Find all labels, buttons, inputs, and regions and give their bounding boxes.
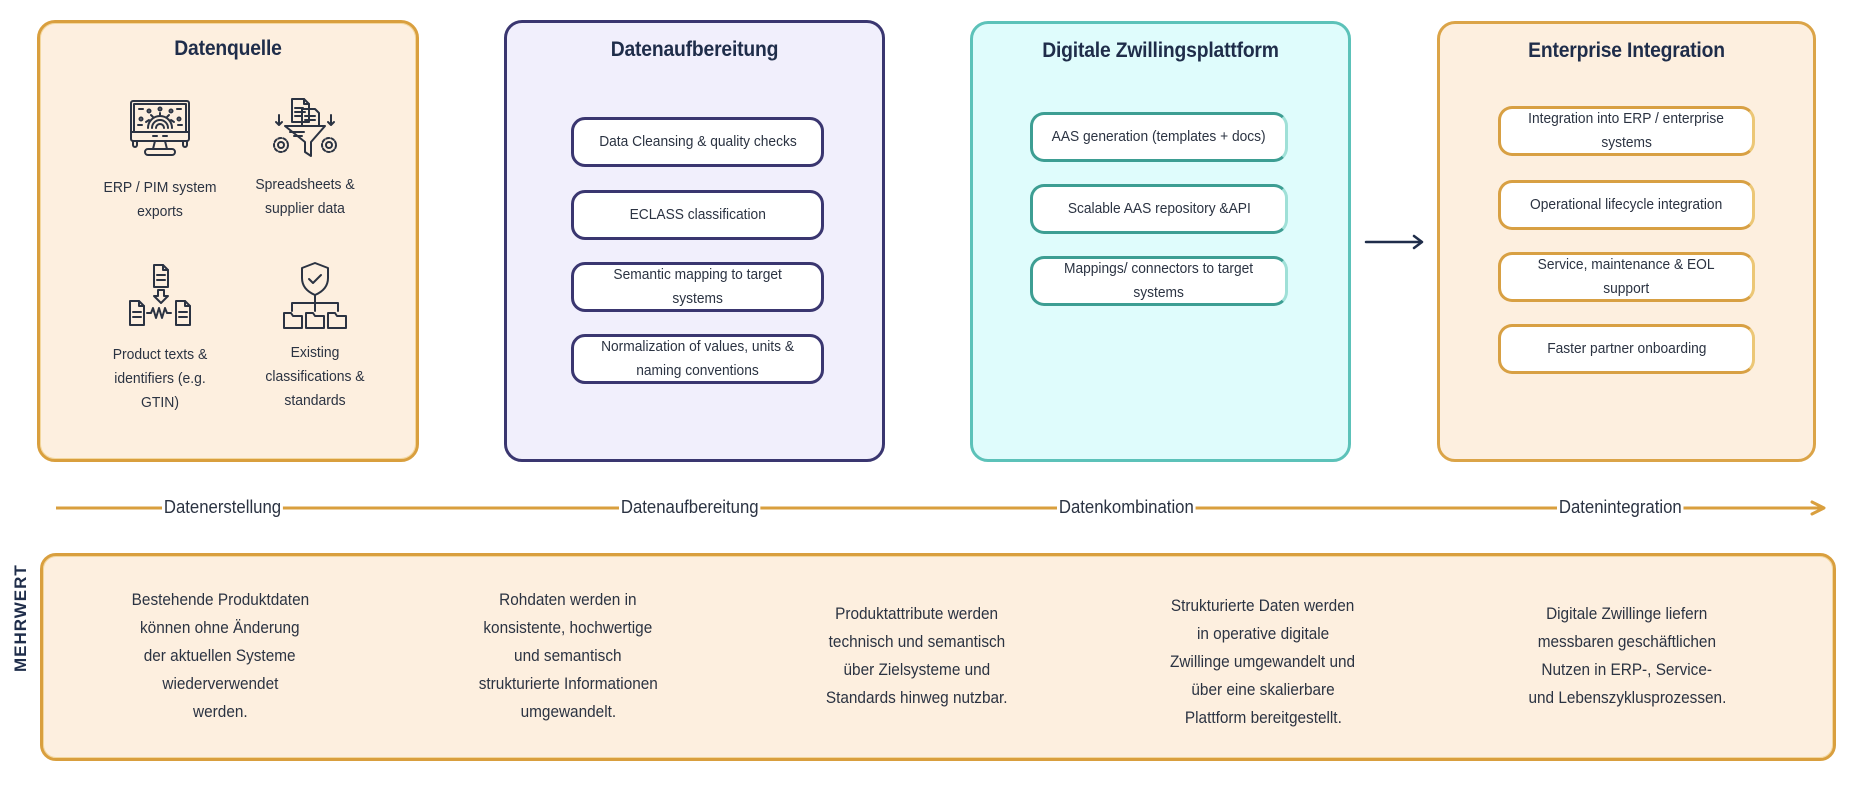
- process-step-label: systems: [672, 291, 723, 307]
- value-panel: [40, 553, 1836, 761]
- integration-benefit: Operational lifecycle integration: [1498, 180, 1755, 230]
- platform-capability-label: Scalable AAS repository &API: [1067, 201, 1251, 217]
- mehrwert-label: MEHRWERT: [11, 564, 30, 672]
- stage-title: Digitale Zwillingsplattform: [1042, 39, 1279, 62]
- value-line: über Zielsysteme und: [843, 661, 991, 679]
- value-line: der aktuellen Systeme: [144, 647, 296, 665]
- source-label: ERP / PIM system: [103, 179, 217, 196]
- source-label: supplier data: [265, 200, 345, 217]
- source-item-product-texts: Product texts & identifiers (e.g. GTIN): [75, 263, 245, 415]
- value-line: über eine skalierbare: [1191, 681, 1335, 699]
- stage-enterprise-integration: Enterprise Integration Integration into …: [1437, 21, 1816, 462]
- stage-digitale-zwillingsplattform: Digitale Zwillingsplattform AAS generati…: [970, 21, 1351, 462]
- process-step-label: Semantic mapping to target: [613, 267, 782, 283]
- value-line: Zwillinge umgewandelt und: [1170, 653, 1356, 671]
- value-column: Produktattribute werden technisch und se…: [792, 600, 1042, 712]
- process-step: Data Cleansing & quality checks: [571, 117, 824, 167]
- platform-capability-label: systems: [1133, 285, 1185, 301]
- integration-benefit-label: Faster partner onboarding: [1546, 341, 1707, 357]
- value-line: Digitale Zwillinge liefern: [1546, 605, 1708, 623]
- stage-title: Enterprise Integration: [1528, 39, 1725, 62]
- process-step-label: Data Cleansing & quality checks: [598, 134, 797, 150]
- platform-capability-label: Mappings/ connectors to target: [1064, 261, 1254, 277]
- timeline-arrowhead-icon: [1810, 500, 1826, 516]
- process-step: ECLASS classification: [571, 190, 824, 240]
- value-line: umgewandelt.: [520, 703, 616, 721]
- value-line: Plattform bereitgestellt.: [1184, 709, 1342, 727]
- integration-benefit-label: Operational lifecycle integration: [1530, 197, 1723, 213]
- source-label: Spreadsheets &: [255, 176, 355, 193]
- value-column: Rohdaten werden in konsistente, hochwert…: [443, 586, 693, 726]
- integration-benefit-label: Service, maintenance & EOL: [1538, 257, 1715, 273]
- stage-datenquelle: Datenquelle ERP / PIM system exports: [37, 20, 419, 462]
- process-step-label: naming conventions: [636, 363, 759, 379]
- monitor-gear-icon: [130, 100, 190, 156]
- integration-benefit-label: support: [1603, 281, 1650, 297]
- timeline-label-datenaufbereitung: Datenaufbereitung: [619, 497, 761, 518]
- value-line: technisch und semantisch: [828, 633, 1006, 651]
- source-label: GTIN): [141, 394, 179, 411]
- value-line: in operative digitale: [1196, 625, 1330, 643]
- value-line: werden.: [192, 703, 248, 721]
- funnel-documents-icon: [273, 98, 337, 157]
- value-line: Standards hinweg nutzbar.: [826, 689, 1008, 707]
- integration-benefit-label: systems: [1601, 135, 1652, 151]
- source-item-spreadsheets: Spreadsheets & supplier data: [220, 95, 390, 221]
- value-line: Rohdaten werden in: [499, 591, 637, 609]
- value-line: Nutzen in ERP-, Service-: [1541, 661, 1713, 679]
- source-label: Existing: [290, 344, 340, 361]
- value-line: und semantisch: [514, 647, 622, 665]
- process-step: Normalization of values, units & naming …: [571, 334, 824, 384]
- value-line: können ohne Änderung: [140, 619, 300, 637]
- stage-datenaufbereitung: Datenaufbereitung Data Cleansing & quali…: [504, 20, 885, 462]
- value-line: konsistente, hochwertige: [483, 619, 653, 637]
- timeline-label-datenintegration: Datenintegration: [1557, 497, 1684, 518]
- platform-capability: AAS generation (templates + docs): [1030, 112, 1288, 162]
- process-step-label: ECLASS classification: [629, 207, 766, 223]
- documents-merge-icon: [129, 264, 191, 326]
- value-line: wiederverwendet: [161, 675, 278, 693]
- process-step: Semantic mapping to target systems: [571, 262, 824, 312]
- platform-capability: Scalable AAS repository &API: [1030, 184, 1288, 234]
- source-label: Product texts &: [112, 346, 208, 363]
- source-item-erp: ERP / PIM system exports: [75, 98, 245, 224]
- value-line: strukturierte Informationen: [478, 675, 658, 693]
- value-column: Digitale Zwillinge liefern messbaren ges…: [1502, 600, 1752, 712]
- arrow-right-icon: [1364, 234, 1424, 250]
- value-line: Bestehende Produktdaten: [131, 591, 309, 609]
- source-item-classifications: Existing classifications & standards: [230, 261, 400, 413]
- value-column: Bestehende Produktdaten können ohne Ände…: [95, 586, 345, 726]
- value-line: Strukturierte Daten werden: [1171, 597, 1355, 615]
- timeline-label-datenkombination: Datenkombination: [1057, 497, 1196, 518]
- value-line: messbaren geschäftlichen: [1537, 633, 1717, 651]
- shield-hierarchy-icon: [283, 262, 347, 329]
- source-label: identifiers (e.g.: [114, 370, 206, 387]
- integration-benefit: Integration into ERP / enterprise system…: [1498, 106, 1755, 156]
- value-column: Strukturierte Daten werden in operative …: [1138, 592, 1388, 732]
- platform-capability-label: AAS generation (templates + docs): [1051, 129, 1267, 145]
- source-label: exports: [137, 203, 183, 220]
- source-label: standards: [284, 392, 346, 409]
- stage-title: Datenaufbereitung: [610, 38, 779, 61]
- value-line: Produktattribute werden: [835, 605, 999, 623]
- integration-benefit: Service, maintenance & EOL support: [1498, 252, 1755, 302]
- source-label: classifications &: [265, 368, 365, 385]
- platform-capability: Mappings/ connectors to target systems: [1030, 256, 1288, 306]
- stage-title: Datenquelle: [174, 37, 282, 60]
- value-line: und Lebenszyklusprozessen.: [1528, 689, 1726, 707]
- timeline-label-datenerstellung: Datenerstellung: [162, 497, 283, 518]
- integration-benefit-label: Integration into ERP / enterprise: [1528, 111, 1725, 127]
- integration-benefit: Faster partner onboarding: [1498, 324, 1755, 374]
- process-step-label: Normalization of values, units &: [601, 339, 794, 355]
